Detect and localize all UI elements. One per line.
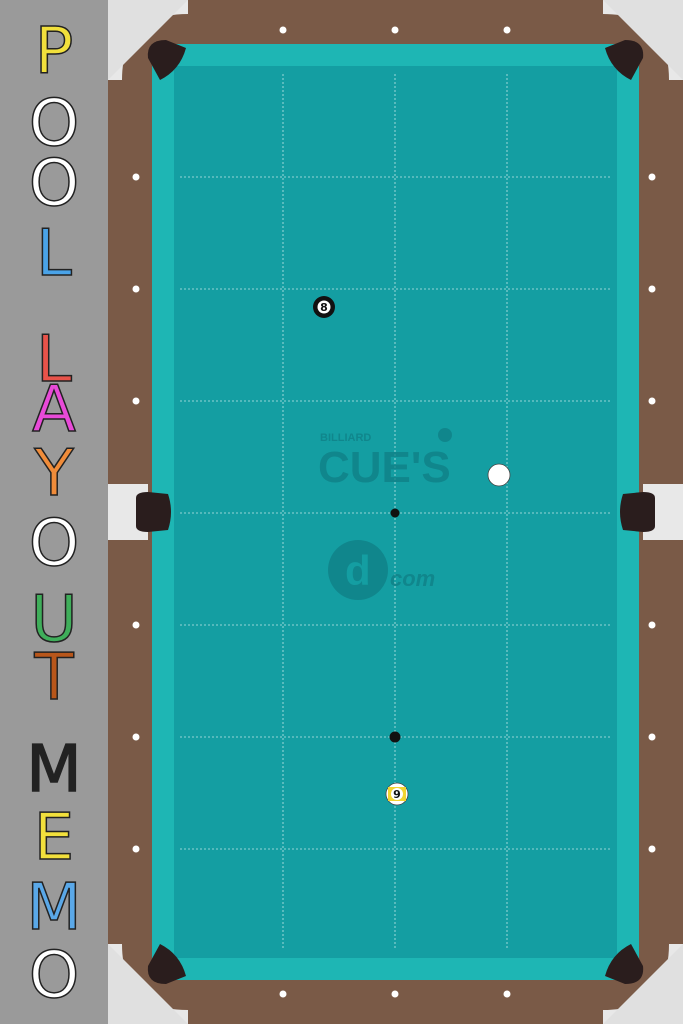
title-letter: M — [26, 733, 83, 807]
watermark-cue-ball-icon — [438, 428, 452, 442]
ball-9-label: 9 — [393, 788, 401, 801]
title-letter: O — [28, 939, 80, 1013]
corner-metal-tr — [603, 0, 683, 80]
pool-table[interactable]: BILLIARD CUE'S d com 8 9 — [108, 0, 683, 1024]
cue-ball[interactable] — [487, 463, 511, 487]
title-letter: P — [34, 15, 74, 89]
svg-text:d: d — [345, 547, 371, 594]
ball-9[interactable]: 9 — [385, 782, 409, 806]
watermark-line2: CUE'S — [318, 443, 451, 492]
watermark-d-icon — [328, 540, 388, 600]
title-letter: T — [34, 641, 75, 715]
title-letter: E — [33, 801, 75, 875]
watermark-line3: com — [390, 566, 435, 591]
pocket-bottom-left — [147, 944, 186, 984]
title-letter: O — [28, 507, 80, 581]
title-letter: U — [30, 583, 78, 657]
title-letter: L — [35, 217, 72, 291]
foot-spot — [389, 731, 401, 743]
pocket-side-left — [136, 492, 171, 532]
title-letter: Y — [34, 437, 75, 511]
title-letter: A — [31, 373, 76, 447]
pocket-top-right — [605, 40, 644, 80]
pocket-side-right — [620, 492, 655, 532]
pocket-top-left — [147, 40, 186, 80]
ball-8-label: 8 — [320, 301, 328, 314]
center-spot — [390, 508, 400, 518]
watermark-line1: BILLIARD — [320, 432, 371, 444]
ball-8[interactable]: 8 — [313, 296, 335, 318]
corner-metal-bl — [108, 944, 188, 1024]
pockets — [136, 40, 655, 984]
corner-metal-tl — [108, 0, 188, 80]
title-letter: M — [26, 871, 83, 945]
watermark-logo: BILLIARD CUE'S d com — [318, 428, 452, 600]
pocket-bottom-right — [605, 944, 644, 984]
title-letter: O — [28, 147, 80, 221]
corner-metal-br — [603, 944, 683, 1024]
title-letter: L — [35, 323, 72, 397]
title-letter: O — [28, 87, 80, 161]
rail-diamonds — [132, 26, 656, 998]
